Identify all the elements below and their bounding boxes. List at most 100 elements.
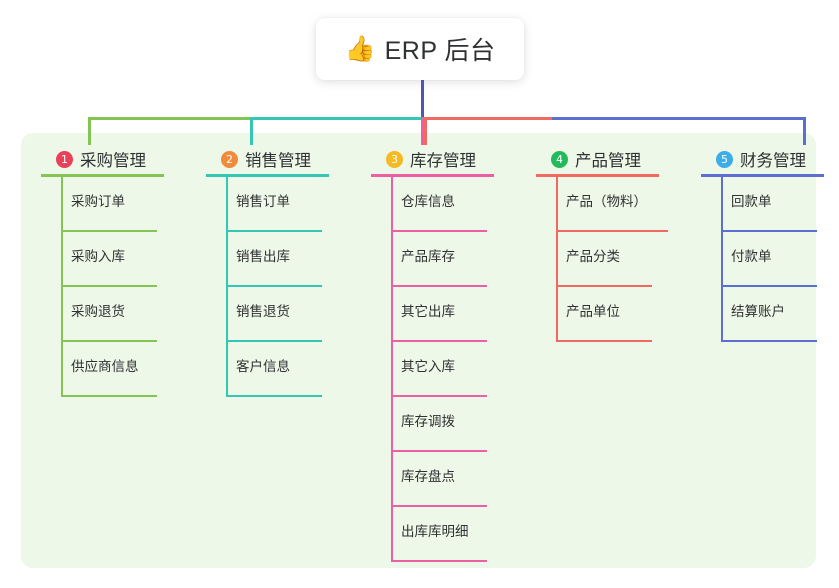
- leaf-node-underline: [391, 560, 487, 562]
- leaf-node[interactable]: 采购订单: [61, 177, 181, 232]
- branch-drop-line-5: [803, 117, 806, 145]
- leaf-node-underline: [61, 230, 157, 232]
- leaf-node-underline: [721, 340, 817, 342]
- leaf-node[interactable]: 库存调拨: [391, 397, 511, 452]
- leaf-node[interactable]: 仓库信息: [391, 177, 511, 232]
- leaf-node-label: 供应商信息: [71, 359, 139, 374]
- branch-title: 销售管理: [245, 152, 311, 170]
- leaf-node-underline: [61, 340, 157, 342]
- thumbs-up-icon: 👍: [344, 34, 376, 63]
- branch-header-财务管理[interactable]: 5 财务管理: [694, 144, 839, 174]
- branch-column-5: 5 财务管理回款单付款单结算账户: [694, 144, 839, 342]
- branch-header-underline: [701, 174, 824, 177]
- leaf-node-label: 产品单位: [566, 304, 620, 319]
- bus-segment-4: [424, 117, 552, 120]
- leaf-node[interactable]: 销售出库: [226, 232, 346, 287]
- leaf-node[interactable]: 回款单: [721, 177, 839, 232]
- branch-number-badge: 5: [716, 150, 733, 168]
- leaf-node-underline: [391, 395, 487, 397]
- bus-segment-1: [88, 117, 250, 120]
- leaf-node-label: 采购入库: [71, 249, 125, 264]
- leaf-node-underline: [556, 285, 652, 287]
- root-node-card[interactable]: 👍 ERP 后台: [316, 18, 524, 80]
- branch-title: 库存管理: [410, 152, 476, 170]
- leaf-node-underline: [391, 450, 487, 452]
- leaf-node[interactable]: 其它出库: [391, 287, 511, 342]
- leaf-node[interactable]: 产品库存: [391, 232, 511, 287]
- root-connector-line: [421, 80, 424, 119]
- leaf-node-label: 仓库信息: [401, 194, 455, 209]
- leaf-node-label: 结算账户: [731, 304, 785, 319]
- leaf-node[interactable]: 销售订单: [226, 177, 346, 232]
- leaf-node[interactable]: 采购入库: [61, 232, 181, 287]
- branch-number-badge: 2: [221, 150, 238, 168]
- leaf-node[interactable]: 供应商信息: [61, 342, 181, 397]
- leaf-node-underline: [391, 285, 487, 287]
- leaf-node-underline: [61, 395, 157, 397]
- branch-spine-line: [391, 175, 393, 562]
- branch-header-underline: [536, 174, 659, 177]
- branch-number-badge: 4: [551, 150, 568, 168]
- leaf-node-label: 产品库存: [401, 249, 455, 264]
- leaf-node[interactable]: 其它入库: [391, 342, 511, 397]
- leaf-node[interactable]: 库存盘点: [391, 452, 511, 507]
- leaf-node-label: 销售退货: [236, 304, 290, 319]
- leaf-node[interactable]: 出库库明细: [391, 507, 511, 562]
- leaf-node[interactable]: 产品单位: [556, 287, 676, 342]
- leaf-node-label: 采购订单: [71, 194, 125, 209]
- leaf-node-label: 库存盘点: [401, 469, 455, 484]
- leaf-node-label: 其它出库: [401, 304, 455, 319]
- leaf-node-underline: [391, 230, 487, 232]
- bus-segment-2: [250, 117, 421, 120]
- leaf-node-label: 产品（物料）: [566, 194, 647, 209]
- leaf-node[interactable]: 付款单: [721, 232, 839, 287]
- leaf-node-label: 库存调拨: [401, 414, 455, 429]
- branch-number-badge: 3: [386, 150, 403, 168]
- leaf-node[interactable]: 销售退货: [226, 287, 346, 342]
- branch-header-underline: [41, 174, 164, 177]
- branch-header-库存管理[interactable]: 3 库存管理: [364, 144, 514, 174]
- leaf-node-underline: [226, 395, 322, 397]
- branch-header-销售管理[interactable]: 2 销售管理: [199, 144, 349, 174]
- branch-column-2: 2 销售管理销售订单销售出库销售退货客户信息: [199, 144, 349, 397]
- leaf-node[interactable]: 产品（物料）: [556, 177, 676, 232]
- branch-title: 财务管理: [740, 152, 806, 170]
- leaf-node[interactable]: 采购退货: [61, 287, 181, 342]
- leaf-node-underline: [721, 230, 817, 232]
- leaf-node-underline: [61, 285, 157, 287]
- branch-drop-line-3: [421, 117, 424, 145]
- branch-drop-line-4: [424, 117, 427, 145]
- leaf-node-underline: [556, 340, 652, 342]
- leaf-node-underline: [391, 340, 487, 342]
- leaf-node-underline: [391, 505, 487, 507]
- leaf-node[interactable]: 结算账户: [721, 287, 839, 342]
- root-node-title: ERP 后台: [384, 37, 496, 65]
- leaf-node-underline: [556, 230, 668, 232]
- branch-spine-line: [556, 175, 558, 342]
- leaf-node-underline: [721, 285, 817, 287]
- leaf-node-label: 销售出库: [236, 249, 290, 264]
- leaf-node-label: 客户信息: [236, 359, 290, 374]
- leaf-node-label: 采购退货: [71, 304, 125, 319]
- leaf-node[interactable]: 客户信息: [226, 342, 346, 397]
- leaf-node-label: 产品分类: [566, 249, 620, 264]
- branch-column-3: 3 库存管理仓库信息产品库存其它出库其它入库库存调拨库存盘点出库库明细: [364, 144, 514, 562]
- branch-drop-line-1: [88, 117, 91, 145]
- branches-panel: [21, 133, 816, 568]
- leaf-node[interactable]: 产品分类: [556, 232, 676, 287]
- leaf-node-underline: [226, 230, 322, 232]
- bus-segment-5: [552, 117, 803, 120]
- leaf-node-label: 付款单: [731, 249, 772, 264]
- branch-drop-line-2: [250, 117, 253, 145]
- leaf-node-underline: [226, 340, 322, 342]
- branch-spine-line: [721, 175, 723, 342]
- leaf-node-label: 其它入库: [401, 359, 455, 374]
- branch-header-underline: [206, 174, 329, 177]
- leaf-node-underline: [226, 285, 322, 287]
- leaf-node-label: 回款单: [731, 194, 772, 209]
